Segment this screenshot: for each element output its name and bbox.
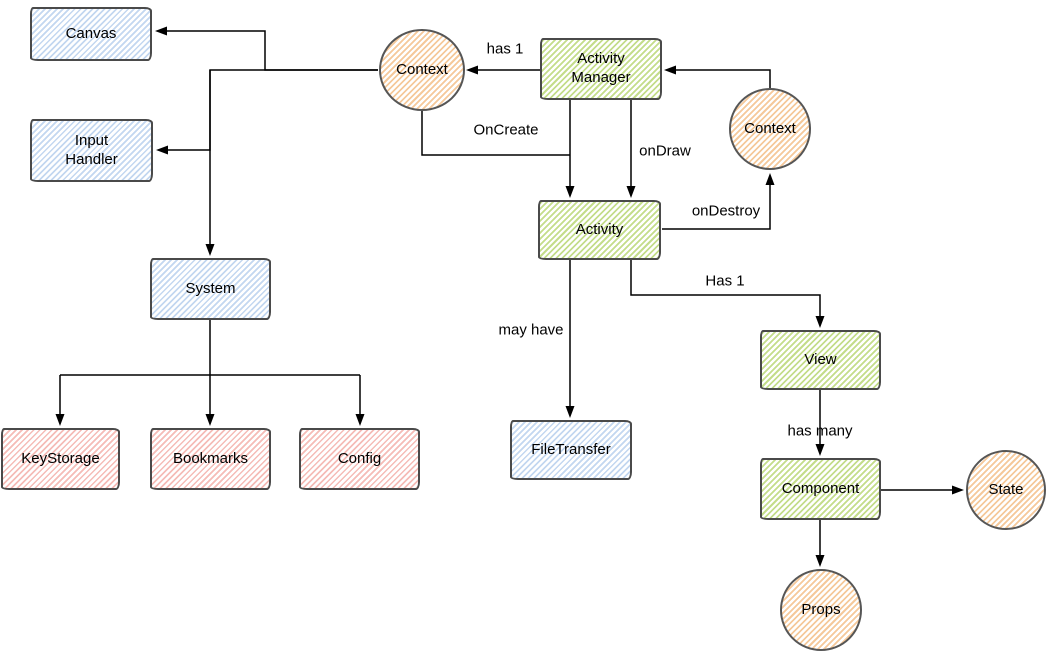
edge-label-has1[interactable]: has 1 xyxy=(486,40,524,58)
arrowhead xyxy=(156,145,168,155)
node-view[interactable]: View xyxy=(760,330,881,390)
node-activity[interactable]: Activity xyxy=(538,200,661,260)
node-filetransfer[interactable]: FileTransfer xyxy=(510,420,632,480)
node-label: State xyxy=(988,480,1024,498)
node-context-left[interactable]: Context xyxy=(379,29,465,111)
arrowhead xyxy=(815,444,825,456)
arrowhead xyxy=(565,186,575,198)
edge-label-ondraw[interactable]: onDraw xyxy=(639,142,691,160)
node-config[interactable]: Config xyxy=(299,428,420,490)
edge-label-ondestroy[interactable]: onDestroy xyxy=(691,202,761,220)
node-label: Activity Manager xyxy=(571,50,631,86)
node-system[interactable]: System xyxy=(150,258,271,320)
edge-has1-view[interactable] xyxy=(630,260,821,323)
arrowhead xyxy=(626,186,636,198)
node-canvas[interactable]: Canvas xyxy=(30,7,152,61)
arrowhead xyxy=(565,406,575,418)
node-label: Props xyxy=(801,600,841,618)
edge-oncreate[interactable] xyxy=(421,110,570,156)
node-context-right[interactable]: Context xyxy=(729,88,811,170)
node-activity-manager[interactable]: Activity Manager xyxy=(540,38,662,100)
arrowhead xyxy=(205,414,215,426)
arrowhead xyxy=(664,65,676,75)
node-label: Config xyxy=(337,449,382,467)
arrowhead xyxy=(815,316,825,328)
node-component[interactable]: Component xyxy=(760,458,881,520)
node-label: Bookmarks xyxy=(172,449,249,467)
arrowhead xyxy=(952,485,964,495)
arrowhead xyxy=(55,414,65,426)
node-input-handler[interactable]: Input Handler xyxy=(30,119,153,182)
node-props[interactable]: Props xyxy=(780,569,862,651)
edge-label-oncreate[interactable]: OnCreate xyxy=(473,121,539,139)
node-label: Context xyxy=(396,60,448,78)
node-keystorage[interactable]: KeyStorage xyxy=(1,428,120,490)
arrowhead xyxy=(765,173,775,185)
edge-label-hasmany[interactable]: has many xyxy=(787,422,853,440)
node-label: Activity xyxy=(575,220,624,238)
arrowhead xyxy=(155,26,167,36)
edge-contextR-to-activity-manager[interactable] xyxy=(669,69,771,88)
edge-context-to-input-handler[interactable] xyxy=(160,69,378,151)
arrowhead xyxy=(205,244,215,256)
node-label: View xyxy=(804,350,837,368)
node-label: Context xyxy=(744,119,796,137)
node-state[interactable]: State xyxy=(966,450,1046,530)
node-label: Input Handler xyxy=(65,131,118,168)
arrowhead xyxy=(466,65,478,75)
edge-context-to-canvas[interactable] xyxy=(158,30,378,71)
arrowhead xyxy=(815,555,825,567)
node-label: Canvas xyxy=(65,24,117,42)
node-label: System xyxy=(185,279,236,297)
node-label: KeyStorage xyxy=(21,449,100,467)
edge-ondestroy[interactable] xyxy=(662,184,771,230)
edge-system-fanout[interactable] xyxy=(59,320,361,421)
node-label: Component xyxy=(781,479,860,497)
edge-label-has1-view[interactable]: Has 1 xyxy=(705,272,745,290)
node-label: FileTransfer xyxy=(531,440,611,458)
arrowhead xyxy=(355,414,365,426)
node-bookmarks[interactable]: Bookmarks xyxy=(150,428,271,490)
edge-label-mayhave[interactable]: may have xyxy=(498,321,564,339)
